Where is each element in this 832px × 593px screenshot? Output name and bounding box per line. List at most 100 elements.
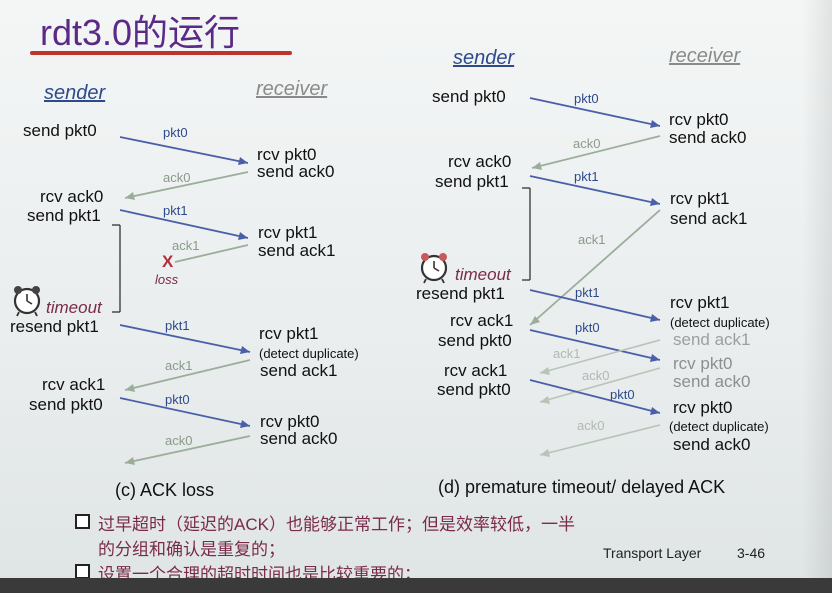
d-receiver-label: rcv pkt1 (670, 189, 730, 208)
alarm-clock-icon (420, 253, 448, 284)
d-ack0-arrowhead (532, 162, 542, 170)
c-loss-label: loss (155, 272, 179, 287)
footer-course: Transport Layer (603, 545, 702, 561)
c-ack1-arrowhead (125, 384, 135, 392)
d-pkt0-3-arrow (529, 379, 661, 414)
bullet-text-1: 过早超时（延迟的ACK）也能够正常工作；但是效率较低，一半 (98, 515, 575, 534)
slide-title: rdt3.0的运行 (40, 12, 241, 53)
d-sender-label: resend pkt1 (416, 284, 505, 303)
d-message-label: pkt0 (610, 387, 635, 402)
d-receiver-label: (detect duplicate) (669, 419, 769, 434)
c-message-label: pkt0 (165, 392, 190, 407)
c-pkt1-arrowhead (238, 232, 248, 240)
d-message-label: pkt1 (575, 285, 600, 300)
c-timeout-label: timeout (46, 298, 102, 317)
c-receiver-label: send ack0 (260, 429, 338, 448)
d-receiver-label: (detect duplicate) (670, 315, 770, 330)
c-message-label: ack1 (172, 238, 200, 253)
screen-bezel (0, 578, 832, 593)
bullet-square-icon (75, 514, 90, 529)
c-ack0-arrowhead (125, 192, 135, 200)
d-ack1-delayed-arrow (529, 209, 661, 326)
c-ack0-2-arrowhead (125, 457, 135, 465)
c-sender-label: send pkt0 (29, 395, 103, 414)
d-ack0-2-arrow (539, 367, 661, 403)
d-receiver-label: send ack1 (670, 209, 748, 228)
footer-page: 3-46 (737, 545, 766, 561)
d-message-label: pkt0 (574, 91, 599, 106)
c-receiver-label: send ack1 (258, 241, 336, 260)
d-receiver-label: rcv pkt0 (673, 354, 733, 373)
c-ack0-2-arrow (124, 435, 251, 464)
d-caption: (d) premature timeout/ delayed ACK (438, 477, 726, 497)
c-caption: (c) ACK loss (115, 480, 215, 500)
c-pkt0-arrowhead (238, 157, 248, 165)
c-receiver-label: send ack0 (257, 162, 335, 181)
d-message-label: ack0 (577, 418, 605, 433)
d-pkt0-arrow (529, 97, 661, 127)
d-ack1-delayed-arrowhead (530, 316, 540, 325)
d-receiver-label: rcv pkt0 (673, 398, 733, 417)
bullet-square-icon (75, 564, 90, 579)
bullet-text-1-cont: 的分组和确认是重复的； (98, 540, 285, 559)
c-sender-label: rcv ack1 (42, 375, 106, 394)
d-pkt1-resend-arrow (529, 289, 661, 321)
d-ack1-2-arrowhead (540, 367, 550, 375)
c-pkt0-arrow (119, 136, 249, 164)
d-message-label: ack1 (553, 346, 581, 361)
d-pkt1-resend-arrowhead (650, 314, 660, 322)
c-receiver-label: rcv pkt1 (259, 324, 319, 343)
d-message-label: ack1 (578, 232, 606, 247)
c-receiver-label: (detect duplicate) (259, 346, 359, 361)
c-message-label: ack0 (163, 170, 191, 185)
d-sender-label: rcv ack0 (448, 152, 512, 171)
c-receiver-label: send ack1 (260, 361, 338, 380)
d-pkt0-2-arrow (529, 329, 661, 361)
d-ack0-3-arrow (539, 424, 661, 456)
d-receiver-label: rcv pkt0 (669, 110, 729, 129)
d-sender-header: sender (453, 47, 515, 69)
d-pkt1-arrowhead (650, 198, 660, 206)
d-sender-label: send pkt0 (432, 87, 506, 106)
c-pkt0-2-arrowhead (240, 420, 250, 428)
c-message-label: pkt0 (163, 125, 188, 140)
d-receiver-label: send ack1 (673, 330, 751, 349)
alarm-clock-icon (13, 286, 41, 317)
d-pkt0-3-arrowhead (650, 407, 660, 415)
c-ack0-arrow (124, 171, 249, 199)
d-pkt1-arrow (529, 175, 661, 205)
c-pkt1-arrow (119, 209, 249, 239)
c-receiver-header: receiver (256, 78, 328, 100)
d-sender-label: send pkt0 (438, 331, 512, 350)
c-sender-label: send pkt0 (23, 121, 97, 140)
d-receiver-label: send ack0 (669, 128, 747, 147)
loss-x-icon: X (162, 252, 174, 271)
d-pkt0-arrowhead (650, 120, 660, 128)
c-receiver-label: rcv pkt0 (257, 145, 317, 164)
d-sender-label: send pkt1 (435, 172, 509, 191)
d-ack0-3-arrowhead (540, 449, 550, 457)
c-receiver-label: rcv pkt0 (260, 412, 320, 431)
c-sender-label: rcv ack0 (40, 187, 104, 206)
c-receiver-label: rcv pkt1 (258, 223, 318, 242)
c-ack1-arrow (124, 359, 251, 391)
d-message-label: pkt1 (574, 169, 599, 184)
d-ack0-arrow (531, 135, 661, 169)
c-pkt0-2-arrow (119, 397, 251, 427)
d-sender-label: rcv ack1 (444, 361, 508, 380)
c-sender-label: resend pkt1 (10, 317, 99, 336)
c-sender-label: send pkt1 (27, 206, 101, 225)
c-message-label: ack1 (165, 358, 193, 373)
d-message-label: ack0 (582, 368, 610, 383)
c-message-label: ack0 (165, 433, 193, 448)
c-message-label: pkt1 (165, 318, 190, 333)
d-receiver-header: receiver (669, 45, 741, 67)
title-underline (30, 51, 292, 55)
d-sender-label: send pkt0 (437, 380, 511, 399)
c-sender-header: sender (44, 82, 106, 104)
d-message-label: ack0 (573, 136, 601, 151)
d-sender-label: rcv ack1 (450, 311, 514, 330)
c-pkt1-resend-arrowhead (240, 346, 250, 354)
